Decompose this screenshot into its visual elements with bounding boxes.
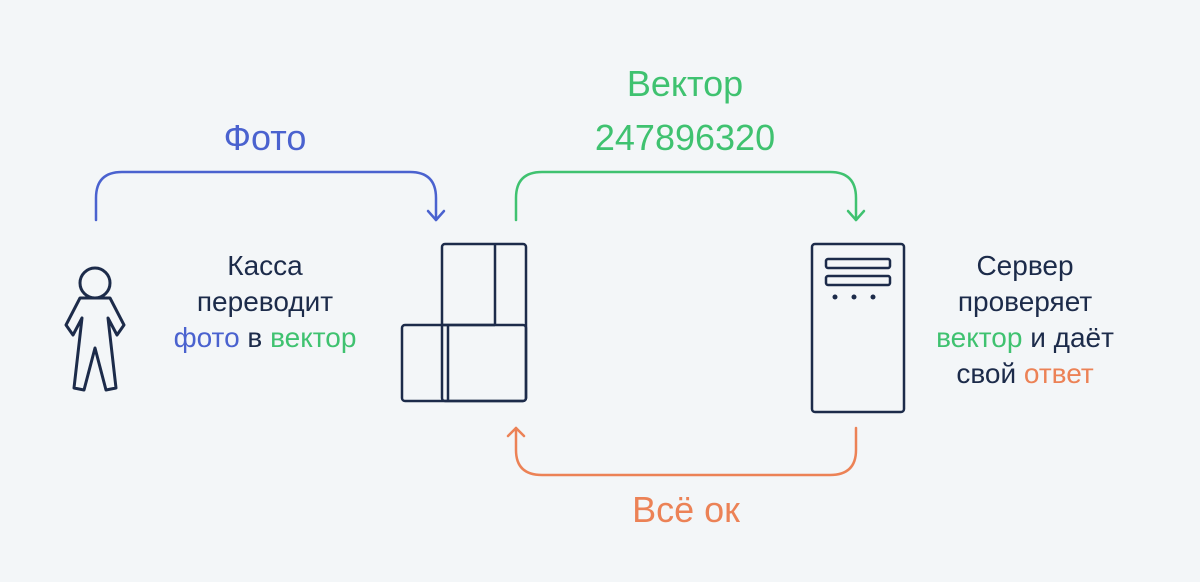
response-arrow (506, 426, 858, 477)
person-icon (64, 266, 126, 392)
photo-arrow (94, 170, 446, 222)
terminal-caption-in-word: в (247, 322, 263, 353)
photo-arrow-label: Фото (223, 117, 307, 158)
terminal-caption: Касса переводит фото в вектор (150, 248, 380, 356)
server-caption-line1: Сервер (976, 250, 1074, 281)
terminal-caption-vector-word: вектор (270, 322, 357, 353)
terminal-caption-line2: переводит (196, 286, 334, 317)
server-caption-vector-word: вектор (936, 322, 1023, 353)
server-caption-line2: проверяет (957, 286, 1093, 317)
response-arrow-label: Всё ок (632, 489, 740, 530)
server-caption-line3: вектор и даёт (905, 320, 1145, 356)
vector-arrow-label: Вектор (626, 63, 744, 104)
server-caption-own-word: свой (956, 358, 1017, 389)
terminal-caption-photo-word: фото (173, 322, 240, 353)
server-caption-line4: свой ответ (905, 356, 1145, 392)
pos-terminal-icon (400, 242, 528, 403)
server-caption-answer-word: ответ (1023, 358, 1094, 389)
terminal-caption-line1: Касса (227, 250, 303, 281)
vector-value: 247896320 (594, 117, 776, 158)
server-caption-and-gives: и даёт (1030, 322, 1114, 353)
server-caption: Сервер проверяет вектор и даёт свой отве… (905, 248, 1145, 392)
server-icon (810, 242, 906, 414)
terminal-caption-line3: фото в вектор (150, 320, 380, 356)
vector-arrow (514, 170, 866, 222)
